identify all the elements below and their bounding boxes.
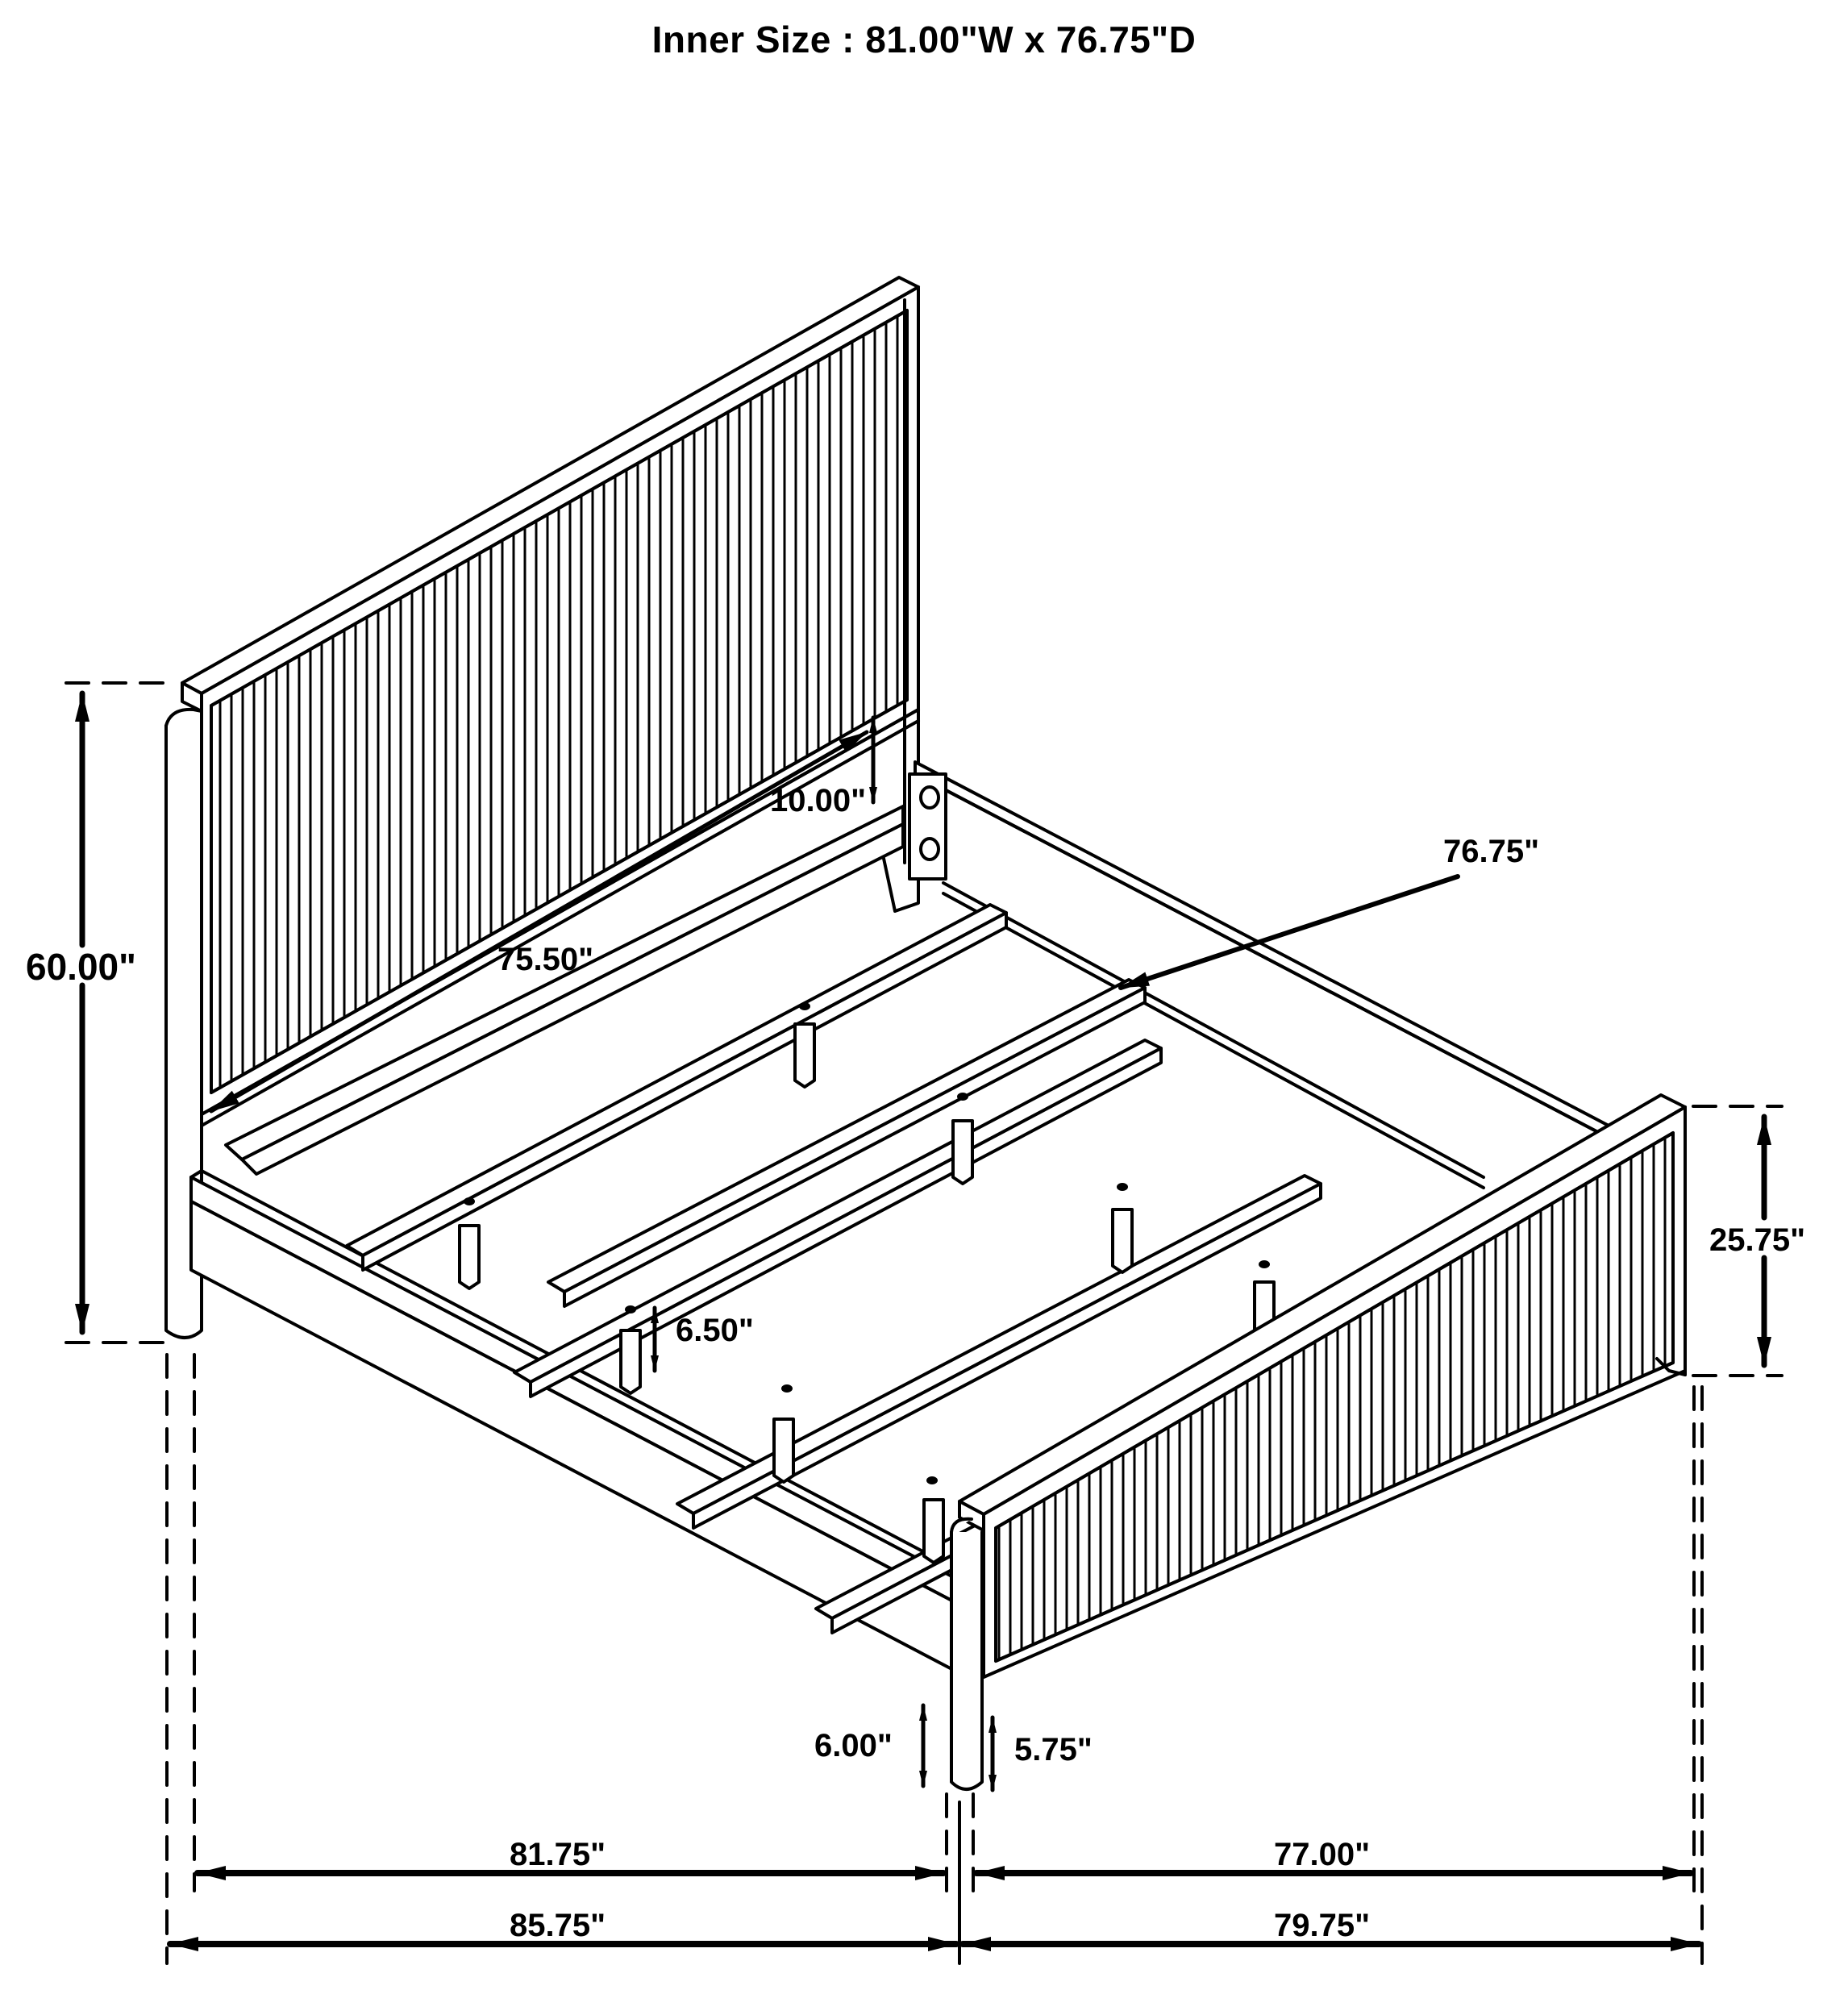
label-overall-width: 79.75" — [1274, 1908, 1371, 1943]
diagram-title: Inner Size : 81.00"W x 76.75"D — [651, 19, 1197, 60]
label-slat-support-height: 6.50" — [676, 1313, 754, 1348]
label-headboard-panel-width: 75.50" — [497, 942, 594, 977]
label-overall-length: 85.75" — [510, 1908, 606, 1943]
label-headboard-panel-gap: 10.00" — [770, 783, 867, 818]
label-rail-length: 76.75" — [1443, 834, 1540, 869]
label-footboard-clearance: 5.75" — [1014, 1732, 1093, 1767]
dimension-lines — [66, 683, 1782, 1963]
label-inner-width: 77.00" — [1274, 1837, 1371, 1872]
label-rail-clearance: 6.00" — [814, 1728, 893, 1763]
label-footboard-height: 25.75" — [1709, 1222, 1806, 1258]
label-overall-height: 60.00" — [26, 946, 136, 988]
label-inner-length: 81.75" — [510, 1837, 606, 1872]
